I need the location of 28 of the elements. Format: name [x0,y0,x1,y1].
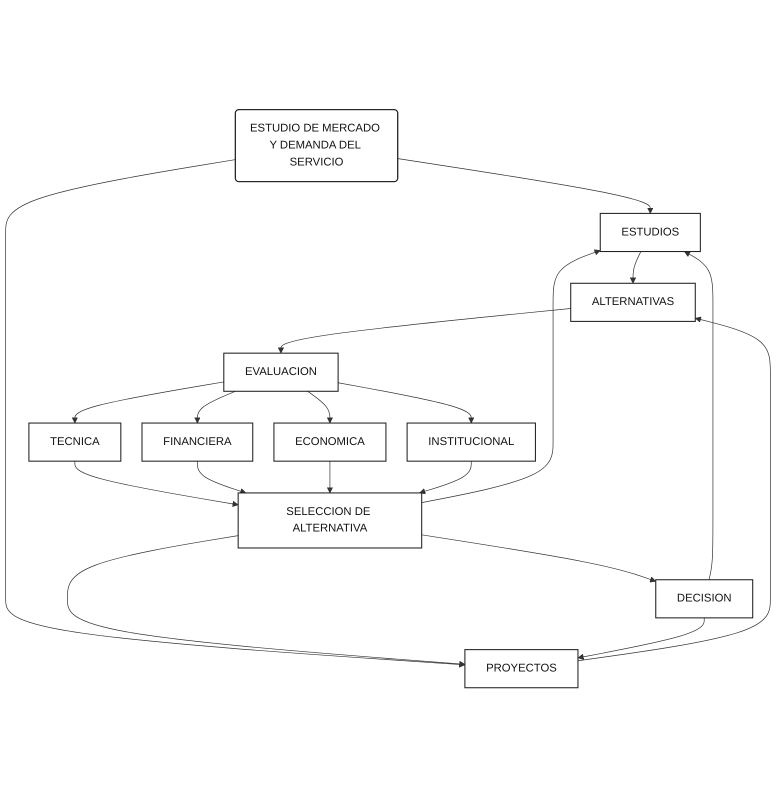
arrow [72,381,224,424]
arrow [5,158,466,668]
arrow [278,308,572,354]
arrow [419,460,472,494]
node-box: INSTITUCIONAL [406,422,536,462]
node-box: PROYECTOS [464,648,578,688]
arrow [67,535,466,667]
node-box: EVALUACION [223,352,339,392]
arrow [338,382,474,424]
arrow [74,460,238,507]
node-box: ESTUDIOS [600,212,701,252]
arrow [307,390,334,424]
arrow [398,158,654,214]
node-box: DECISION [655,579,754,618]
node-box: TECNICA [28,422,122,462]
arrow [684,251,714,580]
arrow [197,460,246,494]
arrow [578,316,771,661]
node-box: ECONOMICA [273,422,386,462]
arrow [578,617,705,660]
node-box: SELECCION DE ALTERNATIVA [238,492,422,548]
node-box: ALTERNATIVAS [570,282,696,322]
arrow [630,250,642,284]
arrow [326,460,334,493]
node-box: FINANCIERA [141,422,254,462]
arrow [421,249,601,503]
arrow [421,534,656,582]
arrow [194,390,236,424]
